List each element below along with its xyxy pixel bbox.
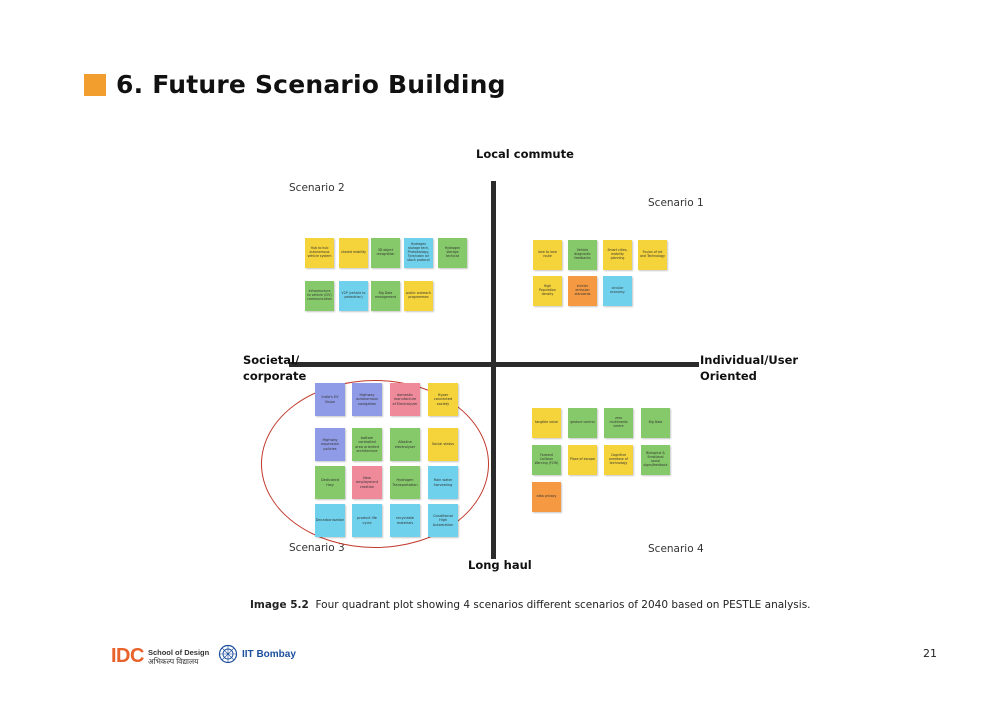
sticky-note-q2: Big Data management: [371, 281, 400, 311]
sticky-note-q2: shared mobility: [339, 238, 368, 268]
sticky-note-q2: Hydrogen storage tech/cat: [438, 238, 467, 268]
idc-logo-subtitle: School of Design अभिकल्प विद्यालय: [148, 648, 209, 666]
idc-logo-text: IDC: [111, 645, 144, 667]
sticky-note-q1: High Population density: [533, 276, 562, 306]
scenario-2-label: Scenario 2: [289, 182, 345, 194]
sticky-note-q4: Place of escape: [568, 445, 597, 475]
caption-text: Four quadrant plot showing 4 scenarios d…: [308, 599, 811, 611]
axis-label-left-line1: Societal/: [243, 353, 300, 367]
figure-caption: Image 5.2 Four quadrant plot showing 4 s…: [250, 599, 811, 611]
sticky-note-q3: Highway expansion policies: [315, 428, 345, 461]
sticky-note-q3: Hyper connected society: [428, 383, 458, 416]
sticky-note-q4: Forward Collision Warning (FCW): [532, 445, 561, 475]
highlight-circle: [261, 380, 489, 548]
sticky-note-q3: New employment creation: [352, 466, 382, 499]
sticky-note-q4: tangible value: [532, 408, 561, 438]
sticky-note-q3: Alkaline electrolyser: [390, 428, 420, 461]
sticky-note-q3: Dedicated Hwy: [315, 466, 345, 499]
axis-label-left: Societal/ corporate: [243, 352, 306, 384]
sticky-note-q1: stricter emission standards: [568, 276, 597, 306]
sticky-note-q3: Conditional High Automation: [428, 504, 458, 537]
sticky-note-q1: lane to lane route: [533, 240, 562, 270]
vertical-axis: [491, 181, 496, 559]
sticky-note-q2: Infrastructure to vehicle (I2V) communic…: [305, 281, 334, 311]
sticky-note-q1: Smart cities, mobility planning: [603, 240, 632, 270]
axis-label-right-line1: Individual/User: [700, 353, 799, 367]
sticky-note-q3: product life cycle: [352, 504, 382, 537]
sticky-note-q1: Vehicle diagnostic feedbacks: [568, 240, 597, 270]
sticky-note-q2: V2P (vehicle to pedestrian): [339, 281, 368, 311]
sticky-note-q4: Big Data: [641, 408, 670, 438]
idc-logo: IDC School of Design अभिकल्प विद्यालय: [111, 645, 209, 668]
sticky-note-q3: Hydrogen Transportation: [390, 466, 420, 499]
sticky-note-q3: domestic manufacture of Electrolyzer: [390, 383, 420, 416]
sticky-note-q4: data privacy: [532, 482, 561, 512]
scenario-1-label: Scenario 1: [648, 197, 704, 209]
axis-label-right-line2: Oriented: [700, 369, 757, 383]
page-number: 21: [923, 647, 937, 660]
sticky-note-q3: bottom controlled area oriented architec…: [352, 428, 382, 461]
sticky-note-q1: circular economy: [603, 276, 632, 306]
sticky-note-q3: Highway autonomous navigation: [352, 383, 382, 416]
axis-label-left-line2: corporate: [243, 369, 307, 383]
iit-logo: IIT Bombay: [218, 644, 296, 664]
title-block: 6. Future Scenario Building: [84, 70, 506, 99]
title-bullet: [84, 73, 106, 96]
sticky-note-q3: recyclable materials: [390, 504, 420, 537]
axis-label-right: Individual/User Oriented: [700, 352, 798, 384]
caption-label: Image 5.2: [250, 599, 309, 611]
sticky-note-q3: Decarbonisation: [315, 504, 345, 537]
sticky-note-q4: Cognitive overdose of technology: [604, 445, 633, 475]
sticky-note-q3: Social status: [428, 428, 458, 461]
sticky-note-q2: Hub to hub autonomous vehicle system: [305, 238, 334, 268]
sticky-note-q3: India's EV Vision: [315, 383, 345, 416]
idc-subtitle-line2: अभिकल्प विद्यालय: [147, 656, 199, 666]
horizontal-axis: [289, 362, 699, 367]
sticky-note-q2: public outreach programmes: [404, 281, 433, 311]
page-title: 6. Future Scenario Building: [116, 70, 506, 99]
sticky-note-q1: Fusion of art and Technology: [638, 240, 667, 270]
axis-label-top: Local commute: [476, 147, 574, 161]
iit-logo-text: IIT Bombay: [242, 648, 296, 660]
sticky-note-q2: Hydrogen storage tech, Photobiology, Tyr…: [404, 238, 433, 268]
sticky-note-q3: Rain water harvesting: [428, 466, 458, 499]
sticky-note-q2: 3D object recognition: [371, 238, 400, 268]
sticky-note-q4: gesture control: [568, 408, 597, 438]
idc-subtitle-line1: School of Design: [147, 647, 210, 657]
scenario-3-label: Scenario 3: [289, 542, 345, 554]
sticky-note-q4: zero multimedia centre: [604, 408, 633, 438]
iit-emblem-icon: [218, 644, 238, 664]
scenario-4-label: Scenario 4: [648, 543, 704, 555]
axis-label-bottom: Long haul: [468, 558, 532, 572]
sticky-note-q4: Biological & Emotional social signs/feed…: [641, 445, 670, 475]
